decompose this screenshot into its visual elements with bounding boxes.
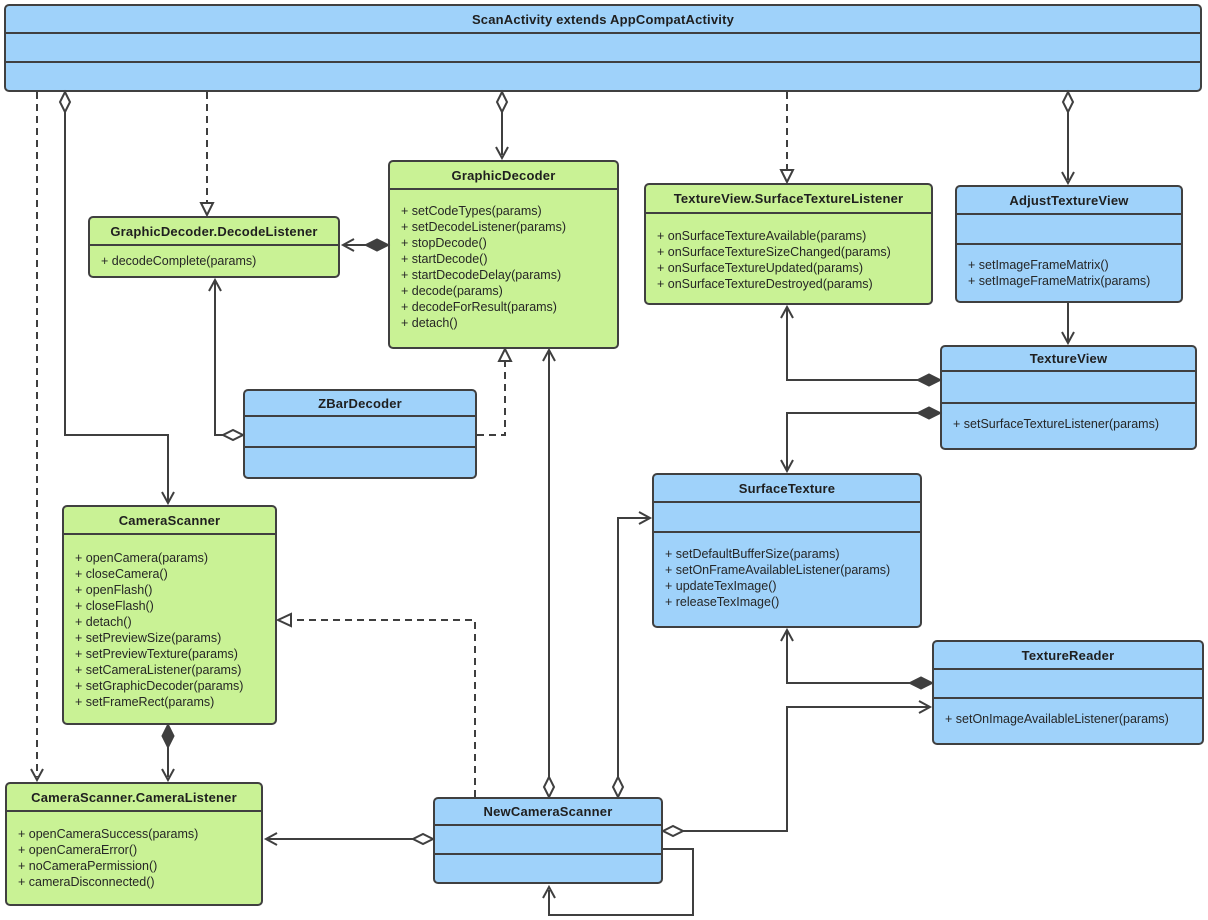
class-title: TextureView.SurfaceTextureListener: [646, 185, 931, 214]
method: + closeCamera(): [75, 567, 168, 581]
connector-graphicdecoder-decodelistener: [343, 239, 388, 251]
attributes-compartment: [934, 670, 1202, 699]
method: + onSurfaceTextureUpdated(params): [657, 261, 864, 275]
class-title: GraphicDecoder: [390, 162, 617, 190]
attributes-compartment: [942, 372, 1195, 404]
attributes-compartment: [654, 503, 920, 533]
class-decode-listener: GraphicDecoder.DecodeListener + decodeCo…: [88, 216, 340, 278]
method: + setCodeTypes(params): [401, 204, 542, 218]
methods-compartment: + setCodeTypes(params) + setDecodeListen…: [390, 190, 617, 347]
class-title: TextureReader: [934, 642, 1202, 670]
method: + setOnImageAvailableListener(params): [945, 712, 1169, 726]
methods-compartment: [6, 63, 1200, 90]
methods-compartment: + openCameraSuccess(params) + openCamera…: [7, 812, 261, 904]
method: + openFlash(): [75, 583, 153, 597]
connector-scanactivity-camerascanner: [60, 92, 174, 503]
method: + openCameraSuccess(params): [18, 827, 199, 841]
method: + onSurfaceTextureDestroyed(params): [657, 277, 873, 291]
attributes-compartment: [6, 34, 1200, 63]
connector-zbardecoder-decodelistener: [209, 280, 243, 440]
attributes-compartment: [957, 215, 1181, 245]
class-title: NewCameraScanner: [435, 799, 661, 826]
class-graphic-decoder: GraphicDecoder + setCodeTypes(params) + …: [388, 160, 619, 349]
class-title: CameraScanner: [64, 507, 275, 535]
method: + onSurfaceTextureAvailable(params): [657, 229, 867, 243]
methods-compartment: + onSurfaceTextureAvailable(params) + on…: [646, 214, 931, 303]
method: + stopDecode(): [401, 236, 487, 250]
methods-compartment: + setImageFrameMatrix() + setImageFrameM…: [957, 245, 1181, 301]
method: + decodeForResult(params): [401, 300, 557, 314]
class-title: ScanActivity extends AppCompatActivity: [6, 6, 1200, 34]
attributes-compartment: [245, 417, 475, 448]
class-texture-view: TextureView + setSurfaceTextureListener(…: [940, 345, 1197, 450]
method: + setFrameRect(params): [75, 695, 215, 709]
connector-newcamerascanner-cameralistener: [266, 833, 433, 845]
connector-scanactivity-adjusttextureview: [1062, 92, 1074, 183]
method: + setSurfaceTextureListener(params): [953, 417, 1159, 431]
method: + startDecode(): [401, 252, 488, 266]
methods-compartment: + setOnImageAvailableListener(params): [934, 699, 1202, 743]
method: + openCamera(params): [75, 551, 209, 565]
connector-newcamerascanner-surfacetexture: [613, 512, 650, 797]
connector-adjusttextureview-textureview: [1062, 303, 1074, 343]
class-surface-texture: SurfaceTexture + setDefaultBufferSize(pa…: [652, 473, 922, 628]
connector-newcamerascanner-graphicdecoder: [543, 350, 555, 797]
class-title: TextureView: [942, 347, 1195, 372]
method: + noCameraPermission(): [18, 859, 158, 873]
connector-textureview-surfacetexture: [781, 408, 940, 472]
connector-newcamerascanner-camerascanner: [278, 614, 475, 797]
method: + setDefaultBufferSize(params): [665, 547, 840, 561]
method: + closeFlash(): [75, 599, 154, 613]
class-camera-scanner: CameraScanner + openCamera(params) + clo…: [62, 505, 277, 725]
method: + setDecodeListener(params): [401, 220, 567, 234]
method: + updateTexImage(): [665, 579, 777, 593]
connector-scanactivity-decodelistener: [201, 92, 213, 215]
method: + setOnFrameAvailableListener(params): [665, 563, 891, 577]
class-adjust-texture-view: AdjustTextureView + setImageFrameMatrix(…: [955, 185, 1183, 303]
class-title: AdjustTextureView: [957, 187, 1181, 215]
attributes-compartment: [435, 826, 661, 855]
method: + setPreviewSize(params): [75, 631, 222, 645]
method: + detach(): [75, 615, 132, 629]
class-new-camera-scanner: NewCameraScanner: [433, 797, 663, 884]
connector-camerascanner-cameralistener: [162, 725, 174, 780]
methods-compartment: + decodeComplete(params): [90, 246, 338, 276]
class-zbar-decoder: ZBarDecoder: [243, 389, 477, 479]
methods-compartment: + setDefaultBufferSize(params) + setOnFr…: [654, 533, 920, 626]
method: + cameraDisconnected(): [18, 875, 155, 889]
method: + onSurfaceTextureSizeChanged(params): [657, 245, 891, 259]
class-title: GraphicDecoder.DecodeListener: [90, 218, 338, 246]
connector-scanactivity-graphicdecoder: [496, 92, 508, 158]
method: + releaseTexImage(): [665, 595, 780, 609]
method: + setGraphicDecoder(params): [75, 679, 244, 693]
method: + setImageFrameMatrix(params): [968, 274, 1151, 288]
connector-zbardecoder-graphicdecoder: [477, 349, 511, 435]
methods-compartment: + setSurfaceTextureListener(params): [942, 404, 1195, 448]
class-surface-texture-listener: TextureView.SurfaceTextureListener + onS…: [644, 183, 933, 305]
methods-compartment: [245, 448, 475, 477]
class-title: ZBarDecoder: [245, 391, 475, 417]
methods-compartment: [435, 855, 661, 882]
method: + decode(params): [401, 284, 503, 298]
methods-compartment: + openCamera(params) + closeCamera() + o…: [64, 535, 275, 723]
method: + startDecodeDelay(params): [401, 268, 562, 282]
method: + openCameraError(): [18, 843, 138, 857]
method: + setCameraListener(params): [75, 663, 242, 677]
connector-newcamerascanner-texturereader: [663, 701, 930, 836]
method: + setImageFrameMatrix(): [968, 258, 1109, 272]
method: + detach(): [401, 316, 458, 330]
connector-textureview-surfacetexturelistener: [781, 307, 940, 386]
connector-texturereader-surfacetexture: [781, 630, 932, 689]
method: + decodeComplete(params): [101, 254, 257, 268]
connector-scanactivity-surfacetexturelistener: [781, 92, 793, 182]
method: + setPreviewTexture(params): [75, 647, 238, 661]
class-scan-activity: ScanActivity extends AppCompatActivity: [4, 4, 1202, 92]
connector-scanactivity-cameralistener: [31, 92, 43, 780]
class-texture-reader: TextureReader + setOnImageAvailableListe…: [932, 640, 1204, 745]
class-title: CameraScanner.CameraListener: [7, 784, 261, 812]
class-title: SurfaceTexture: [654, 475, 920, 503]
class-camera-listener: CameraScanner.CameraListener + openCamer…: [5, 782, 263, 906]
